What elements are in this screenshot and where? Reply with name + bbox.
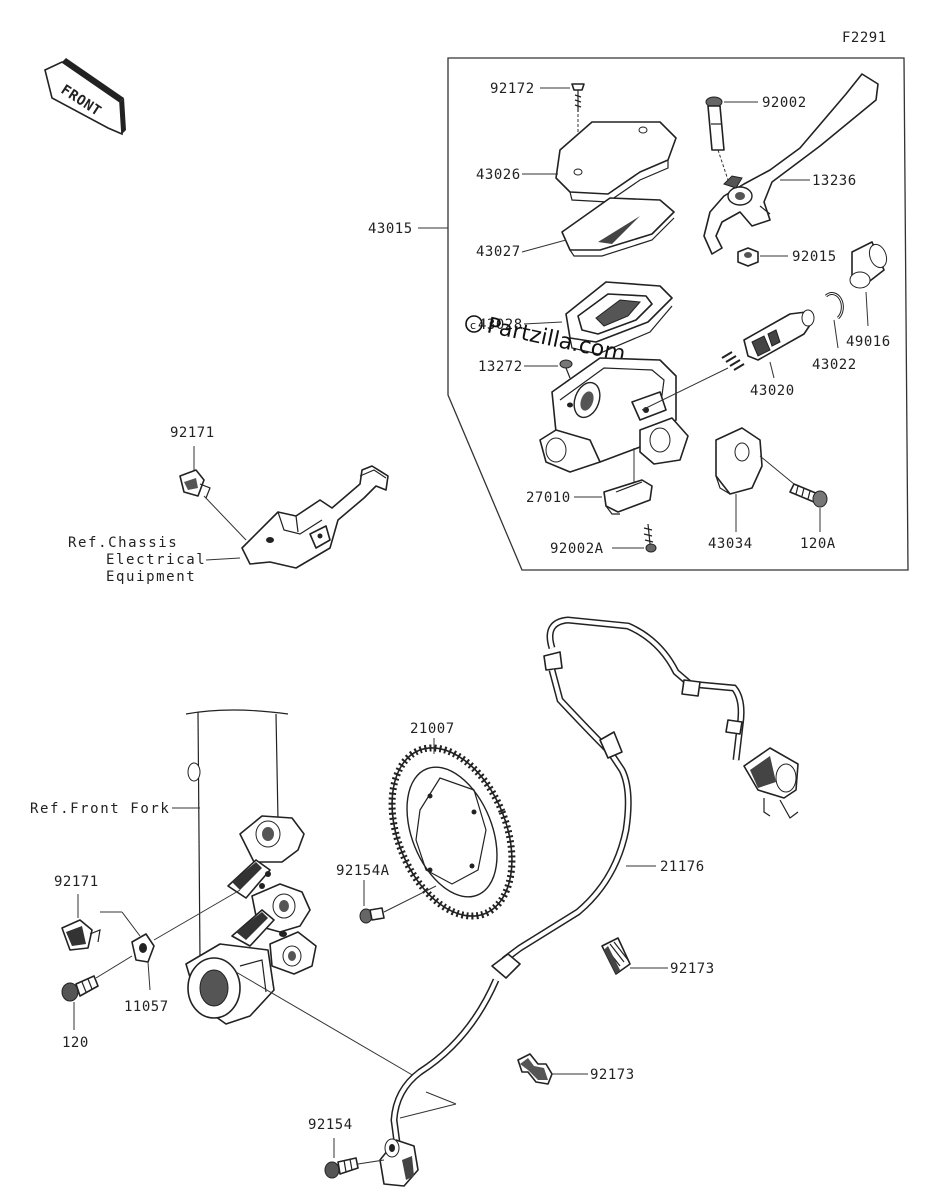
abs-sensor-harness-21176 — [379, 616, 799, 1187]
brake-switch-27010 — [603, 479, 653, 515]
label-120: 120 — [62, 1035, 89, 1051]
cap-plate-43027 — [561, 197, 675, 257]
diaphragm-43028 — [565, 281, 673, 355]
label-43015: 43015 — [368, 221, 413, 237]
boot-49016 — [849, 241, 888, 289]
grommet-92173-a — [601, 937, 631, 975]
label-92154a: 92154A — [336, 863, 390, 879]
kit-outline — [447, 57, 909, 571]
ref-front-fork: Ref.Front Fork — [30, 801, 170, 817]
label-43026: 43026 — [476, 167, 521, 183]
clamp-92173-b — [517, 1053, 553, 1085]
label-43022: 43022 — [812, 357, 857, 373]
label-43034: 43034 — [708, 536, 753, 552]
clamp-11057 — [131, 933, 155, 963]
label-27010: 27010 — [526, 490, 571, 506]
label-43020: 43020 — [750, 383, 795, 399]
clamp-43034 — [715, 427, 763, 495]
abs-rotor-21007 — [388, 744, 516, 920]
label-120a: 120A — [800, 536, 836, 552]
label-13236: 13236 — [812, 173, 857, 189]
label-92002a: 92002A — [550, 541, 604, 557]
screw-92002a — [643, 523, 657, 553]
ref-chassis-line2: Electrical — [106, 552, 206, 568]
clip-92171-bottom — [61, 919, 101, 951]
label-92173-b: 92173 — [590, 1067, 635, 1083]
screw-92154a — [359, 907, 385, 924]
figure-code: F2291 — [842, 30, 887, 46]
label-92172: 92172 — [490, 81, 535, 97]
label-21007: 21007 — [410, 721, 455, 737]
brake-lever-13236 — [703, 73, 879, 255]
label-43028: 43028 — [478, 317, 523, 333]
sensor-bracket — [241, 465, 389, 569]
ref-chassis-line3: Equipment — [106, 569, 196, 585]
bolt-120a — [789, 483, 828, 508]
label-92171-top: 92171 — [170, 425, 215, 441]
ref-chassis-line1: Ref.Chassis — [68, 535, 178, 551]
label-49016: 49016 — [846, 334, 891, 350]
label-11057: 11057 — [124, 999, 169, 1015]
svg-text:c: c — [470, 319, 476, 332]
circlip-43022 — [824, 292, 844, 320]
reservoir-cap-43026 — [555, 121, 677, 203]
screw-13272 — [559, 359, 573, 379]
piston-assembly-43020 — [721, 309, 815, 371]
label-92015: 92015 — [792, 249, 837, 265]
master-cylinder-body — [539, 357, 729, 486]
clip-92171-top — [179, 469, 211, 499]
bolt-92154 — [324, 1157, 359, 1179]
label-92173-a: 92173 — [670, 961, 715, 977]
label-21176: 21176 — [660, 859, 705, 875]
pivot-bolt-92002 — [705, 96, 725, 151]
label-92171-bottom: 92171 — [54, 874, 99, 890]
nut-92015 — [737, 247, 759, 267]
screw-92172 — [571, 83, 585, 112]
label-92002: 92002 — [762, 95, 807, 111]
label-92154: 92154 — [308, 1117, 353, 1133]
label-43027: 43027 — [476, 244, 521, 260]
front-arrow-icon: FRONT — [44, 58, 126, 136]
label-13272: 13272 — [478, 359, 523, 375]
bolt-120 — [61, 975, 99, 1002]
front-fork-leg — [185, 709, 317, 1025]
